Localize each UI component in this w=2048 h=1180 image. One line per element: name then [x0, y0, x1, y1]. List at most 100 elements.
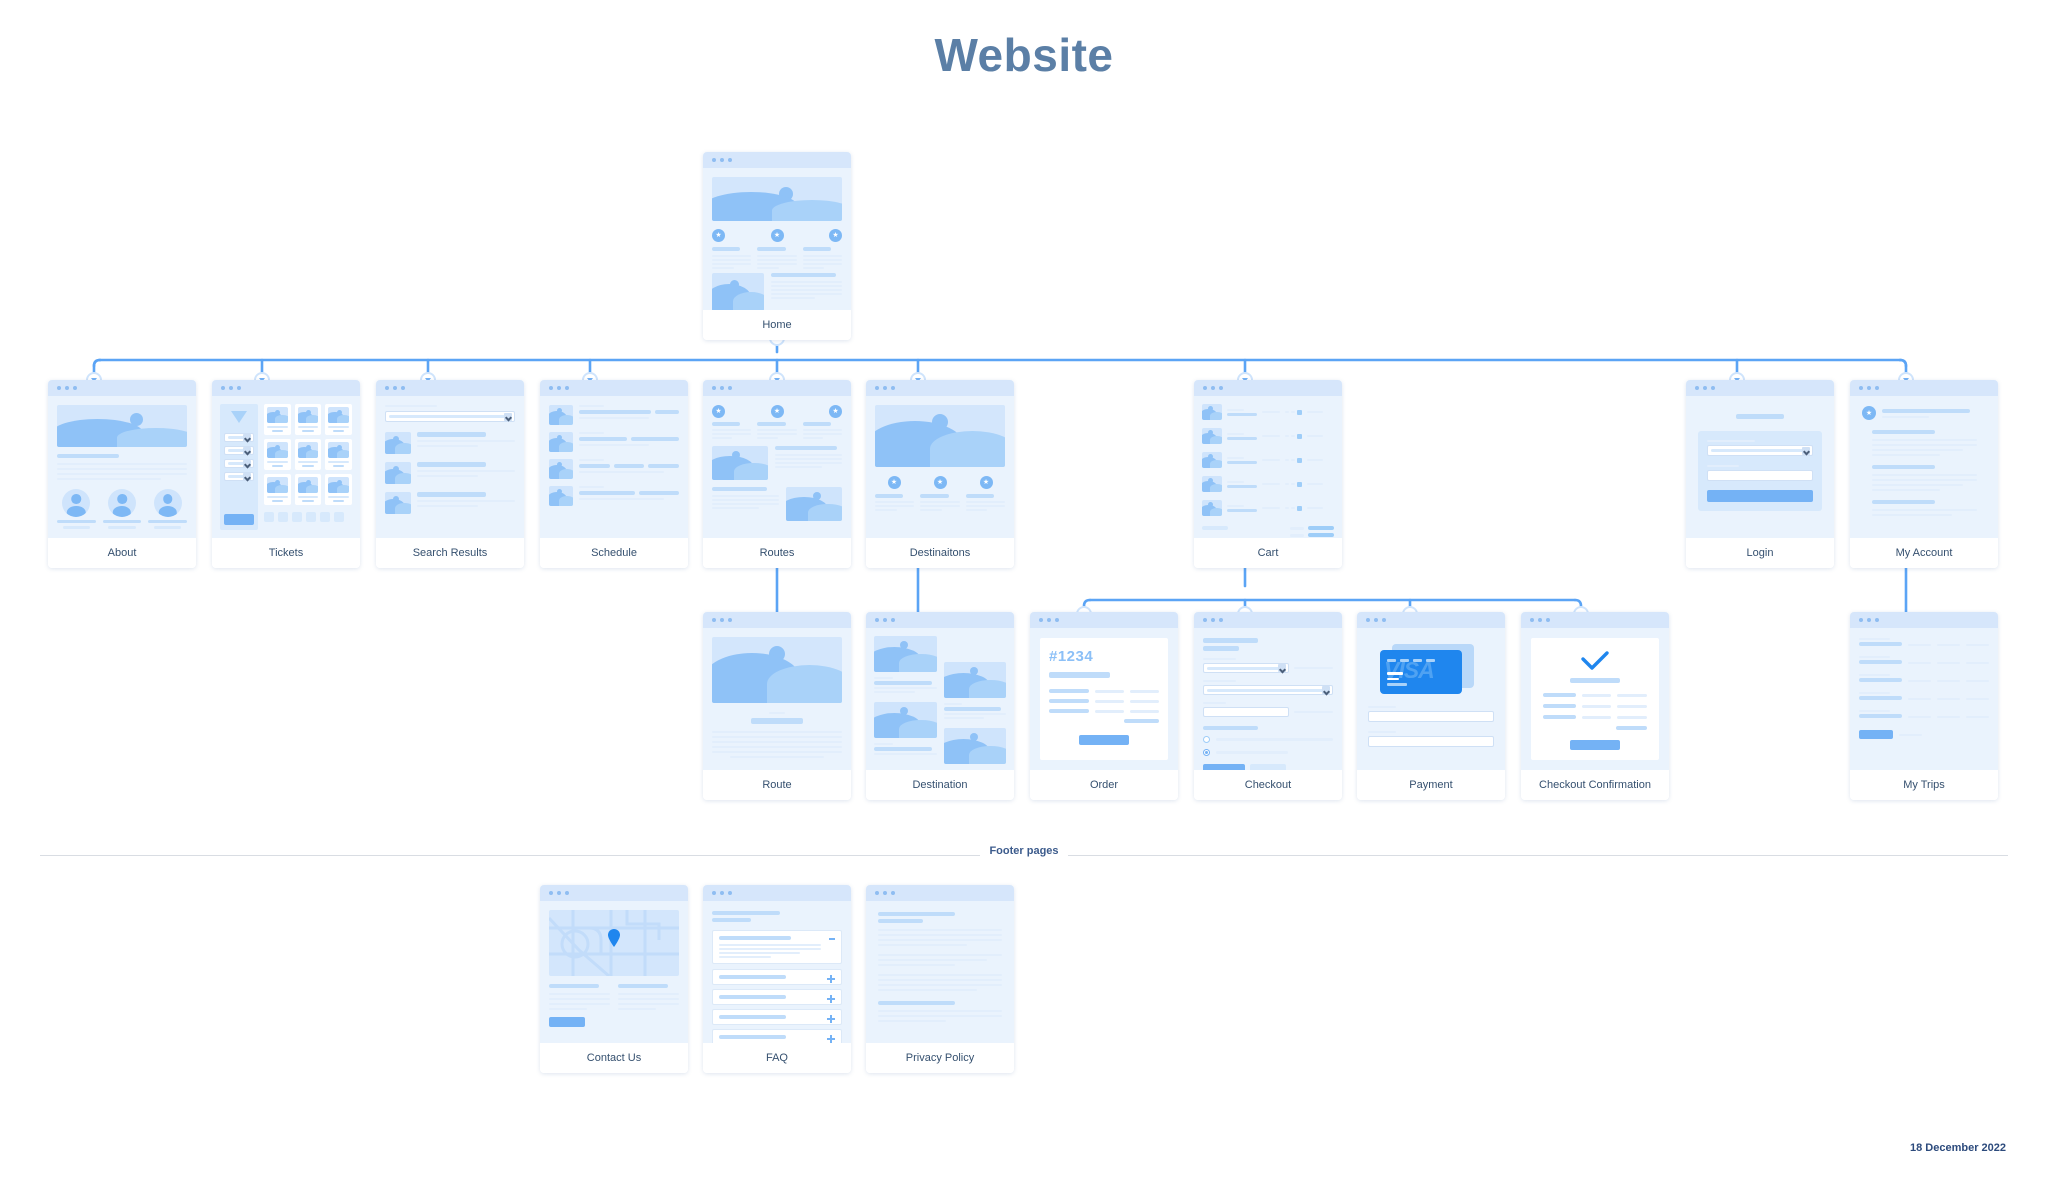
card-wireframe-checkout — [1194, 628, 1342, 770]
trip-row — [1859, 692, 1989, 700]
card-label: Search Results — [376, 538, 524, 568]
footer-section-divider: Footer pages — [40, 845, 2008, 865]
plus-icon[interactable] — [827, 975, 835, 983]
cart-row — [1202, 500, 1334, 516]
star-icon: ★ — [829, 405, 842, 418]
quantity-stepper[interactable] — [1285, 457, 1302, 463]
filter-select[interactable] — [224, 446, 254, 455]
page-card-about[interactable]: About — [48, 380, 196, 568]
window-dots-icon — [540, 380, 688, 396]
window-dots-icon — [866, 885, 1014, 901]
apply-filter-button[interactable] — [224, 514, 254, 525]
order-action-button[interactable] — [1079, 735, 1129, 745]
ticket-item[interactable] — [294, 439, 322, 470]
page-card-schedule[interactable]: Schedule — [540, 380, 688, 568]
page-card-destination[interactable]: Destination — [866, 612, 1014, 800]
page-card-contact-us[interactable]: Contact Us — [540, 885, 688, 1073]
filter-select[interactable] — [224, 433, 254, 442]
confirm-button[interactable] — [1203, 764, 1245, 770]
card-wireframe-schedule — [540, 396, 688, 538]
ticket-item[interactable] — [294, 474, 322, 505]
window-dots-icon — [540, 885, 688, 901]
password-field[interactable] — [1707, 470, 1813, 481]
page-card-route[interactable]: Route — [703, 612, 851, 800]
star-icon: ★ — [712, 405, 725, 418]
cart-row — [1202, 404, 1334, 420]
login-form — [1698, 431, 1822, 511]
quantity-stepper[interactable] — [1285, 505, 1302, 511]
card-wireframe-my-trips — [1850, 628, 1998, 770]
page-card-checkout[interactable]: Checkout — [1194, 612, 1342, 800]
filter-select[interactable] — [224, 459, 254, 468]
page-card-routes[interactable]: ★ ★ ★ — [703, 380, 851, 568]
contact-submit-button[interactable] — [549, 1017, 586, 1027]
window-dots-icon — [1850, 380, 1998, 396]
checkout-select[interactable] — [1203, 663, 1289, 673]
date-stamp: 18 December 2022 — [1909, 1142, 2006, 1154]
login-button[interactable] — [1707, 490, 1813, 502]
card-number-field[interactable] — [1368, 711, 1494, 722]
page-card-home[interactable]: ★ ★ ★ — [703, 152, 851, 340]
page-card-order[interactable]: #1234 — [1030, 612, 1178, 800]
cart-row — [1202, 428, 1334, 444]
page-card-faq[interactable]: FAQ — [703, 885, 851, 1073]
ticket-item[interactable] — [264, 439, 291, 470]
accordion-item-expanded[interactable] — [712, 930, 842, 964]
search-input[interactable] — [385, 411, 515, 422]
checkout-select[interactable] — [1203, 685, 1333, 695]
minus-icon[interactable] — [829, 938, 835, 940]
trip-row — [1859, 638, 1989, 646]
quantity-stepper[interactable] — [1285, 481, 1302, 487]
plus-icon[interactable] — [827, 995, 835, 1003]
ticket-item[interactable] — [264, 404, 291, 435]
star-icon: ★ — [770, 405, 784, 418]
ticket-item[interactable] — [325, 439, 352, 470]
window-dots-icon — [866, 612, 1014, 628]
page-card-my-trips[interactable]: My Trips — [1850, 612, 1998, 800]
checkout-field[interactable] — [1203, 707, 1289, 717]
card-wireframe-order: #1234 — [1030, 628, 1178, 770]
page-card-checkout-confirmation[interactable]: Checkout Confirmation — [1521, 612, 1669, 800]
star-icon: ★ — [887, 476, 901, 489]
trips-action-button[interactable] — [1859, 730, 1893, 739]
pagination[interactable] — [264, 512, 352, 522]
avatar — [153, 489, 182, 517]
page-card-my-account[interactable]: ★ — [1850, 380, 1998, 568]
quantity-stepper[interactable] — [1285, 409, 1302, 415]
accordion-item[interactable] — [712, 969, 842, 985]
email-field[interactable] — [1707, 445, 1813, 456]
plus-icon[interactable] — [827, 1015, 835, 1023]
star-icon: ★ — [829, 229, 842, 242]
page-card-cart[interactable]: Cart — [1194, 380, 1342, 568]
accordion-item[interactable] — [712, 1029, 842, 1043]
ticket-item[interactable] — [294, 404, 322, 435]
card-wireframe-login — [1686, 396, 1834, 538]
card-label: FAQ — [703, 1043, 851, 1073]
window-dots-icon — [1521, 612, 1669, 628]
page-card-tickets[interactable]: Tickets — [212, 380, 360, 568]
confirmation-action-button[interactable] — [1570, 740, 1620, 750]
ticket-item[interactable] — [264, 474, 291, 505]
radio-option[interactable] — [1203, 749, 1333, 756]
accordion-item[interactable] — [712, 1009, 842, 1025]
page-card-search-results[interactable]: Search Results — [376, 380, 524, 568]
ticket-item[interactable] — [325, 404, 352, 435]
cart-row — [1202, 452, 1334, 468]
ticket-item[interactable] — [325, 474, 352, 505]
card-wireframe-checkout-confirmation — [1521, 628, 1669, 770]
plus-icon[interactable] — [827, 1035, 835, 1043]
card-wireframe-cart — [1194, 396, 1342, 538]
filter-select[interactable] — [224, 472, 254, 481]
page-card-destinations[interactable]: ★ ★ ★ Destinaitons — [866, 380, 1014, 568]
card-expiry-field[interactable] — [1368, 736, 1494, 747]
quantity-stepper[interactable] — [1285, 433, 1302, 439]
cancel-button[interactable] — [1249, 764, 1286, 770]
page-card-payment[interactable]: VISA Payment — [1357, 612, 1505, 800]
cart-totals — [1202, 526, 1334, 537]
radio-option[interactable] — [1203, 736, 1333, 743]
card-wireframe-home: ★ ★ ★ — [703, 168, 851, 310]
page-card-login[interactable]: Login — [1686, 380, 1834, 568]
page-card-privacy-policy[interactable]: Privacy Policy — [866, 885, 1014, 1073]
accordion-item[interactable] — [712, 989, 842, 1005]
